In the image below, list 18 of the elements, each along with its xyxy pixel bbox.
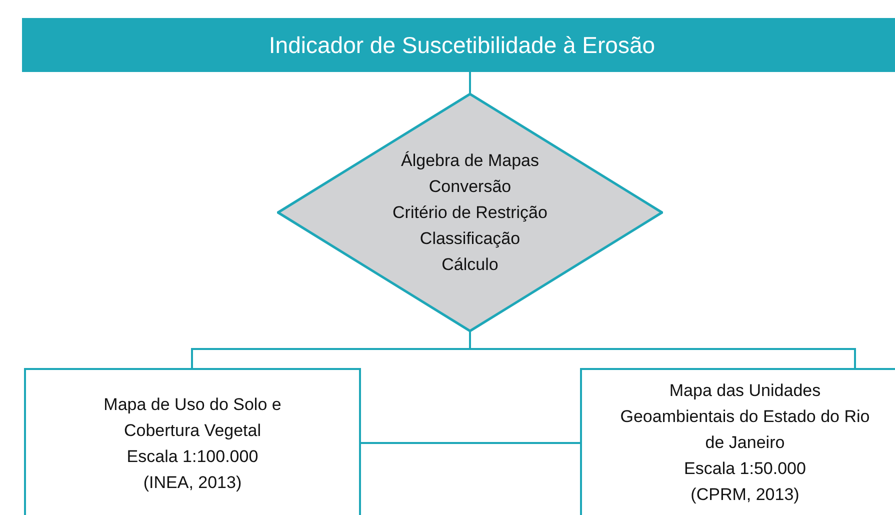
node-text: Critério de Restrição [392,202,548,224]
process-box [580,368,895,515]
node-text: (INEA, 2013) [143,472,242,494]
node-text: Escala 1:100.000 [126,446,258,468]
connector-line [469,72,471,93]
node-text: Mapa de Uso do Solo e Cobertura Vegetal [102,394,282,442]
node-text: Álgebra de Mapas [401,150,539,172]
title-text: Indicador de Suscetibilidade à Erosão [268,32,656,58]
node-text: Conversão [428,176,512,198]
node-text: Escala 1:50.000 [684,458,806,480]
node-text: Classificação [420,228,520,250]
node-text: Cálculo [442,254,498,276]
connector-line [361,442,580,444]
process-box [24,368,361,515]
connector-line [469,332,856,368]
node-text: Mapa das Unidades Geoambientais do Estado do Rio de Janeiro [619,380,871,454]
node-text: (CPRM, 2013) [690,484,800,506]
title-bar [22,18,895,72]
